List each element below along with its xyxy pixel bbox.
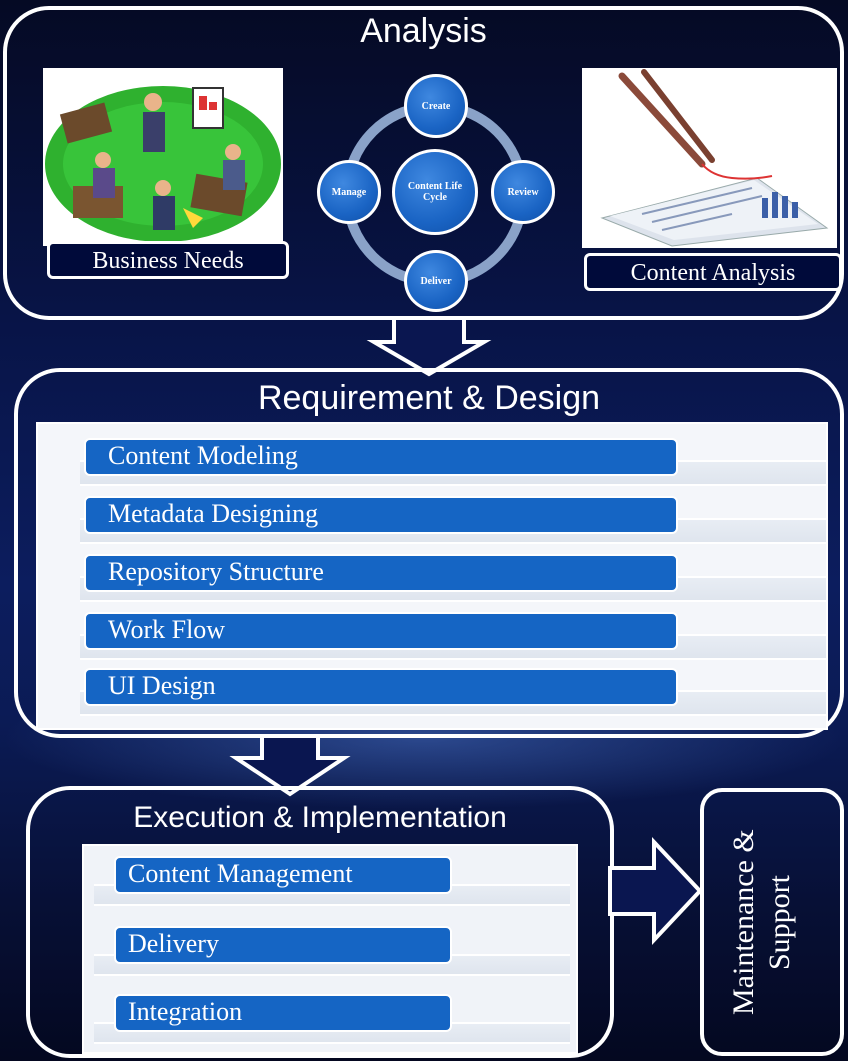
life-cycle-review: Review	[491, 160, 555, 224]
list-item: Content Management	[84, 856, 576, 906]
life-cycle-deliver: Deliver	[404, 250, 468, 312]
execution-title: Execution & Implementation	[133, 801, 507, 834]
design-item-repository-structure: Repository Structure	[84, 554, 678, 592]
analysis-title: Analysis	[360, 12, 487, 50]
design-item-ui-design: UI Design	[84, 668, 678, 706]
list-item: Integration	[84, 994, 576, 1044]
content-analysis-label: Content Analysis	[584, 253, 842, 291]
down-arrow-analysis-to-design	[366, 316, 492, 377]
execution-list: Content Management Delivery Integration	[82, 844, 578, 1054]
pen-document-illustration	[600, 69, 829, 247]
content-analysis-image	[582, 68, 837, 248]
design-item-metadata-designing: Metadata Designing	[84, 496, 678, 534]
list-item: Content Modeling	[38, 438, 826, 488]
business-people-illustration	[45, 86, 281, 242]
execution-item-content-management: Content Management	[114, 856, 452, 894]
down-arrow-design-to-execution	[229, 734, 351, 797]
requirement-design-panel: Requirement & Design	[14, 368, 844, 738]
business-needs-image	[43, 68, 283, 246]
life-cycle-create: Create	[404, 74, 468, 138]
list-item: Work Flow	[38, 612, 826, 662]
execution-panel: Execution & Implementation	[26, 786, 614, 1058]
maintenance-panel: Maintenance & Support	[700, 788, 844, 1056]
right-arrow-execution-to-maintenance	[608, 836, 703, 946]
design-list: Content Modeling Metadata Designing Repo…	[36, 422, 828, 730]
maintenance-text: Maintenance & Support	[726, 810, 814, 1034]
life-cycle-manage: Manage	[317, 160, 381, 224]
requirement-design-title: Requirement & Design	[257, 379, 601, 417]
list-item: Delivery	[84, 926, 576, 976]
analysis-panel: Analysis Business Needs Cont	[3, 6, 844, 320]
execution-item-integration: Integration	[114, 994, 452, 1032]
life-cycle-center: Content Life Cycle	[392, 149, 478, 235]
maintenance-line1: Maintenance	[727, 859, 760, 1015]
design-item-work-flow: Work Flow	[84, 612, 678, 650]
execution-item-delivery: Delivery	[114, 926, 452, 964]
list-item: Repository Structure	[38, 554, 826, 604]
list-item: Metadata Designing	[38, 496, 826, 546]
business-needs-label: Business Needs	[47, 241, 289, 279]
list-item: UI Design	[38, 668, 826, 718]
design-item-content-modeling: Content Modeling	[84, 438, 678, 476]
